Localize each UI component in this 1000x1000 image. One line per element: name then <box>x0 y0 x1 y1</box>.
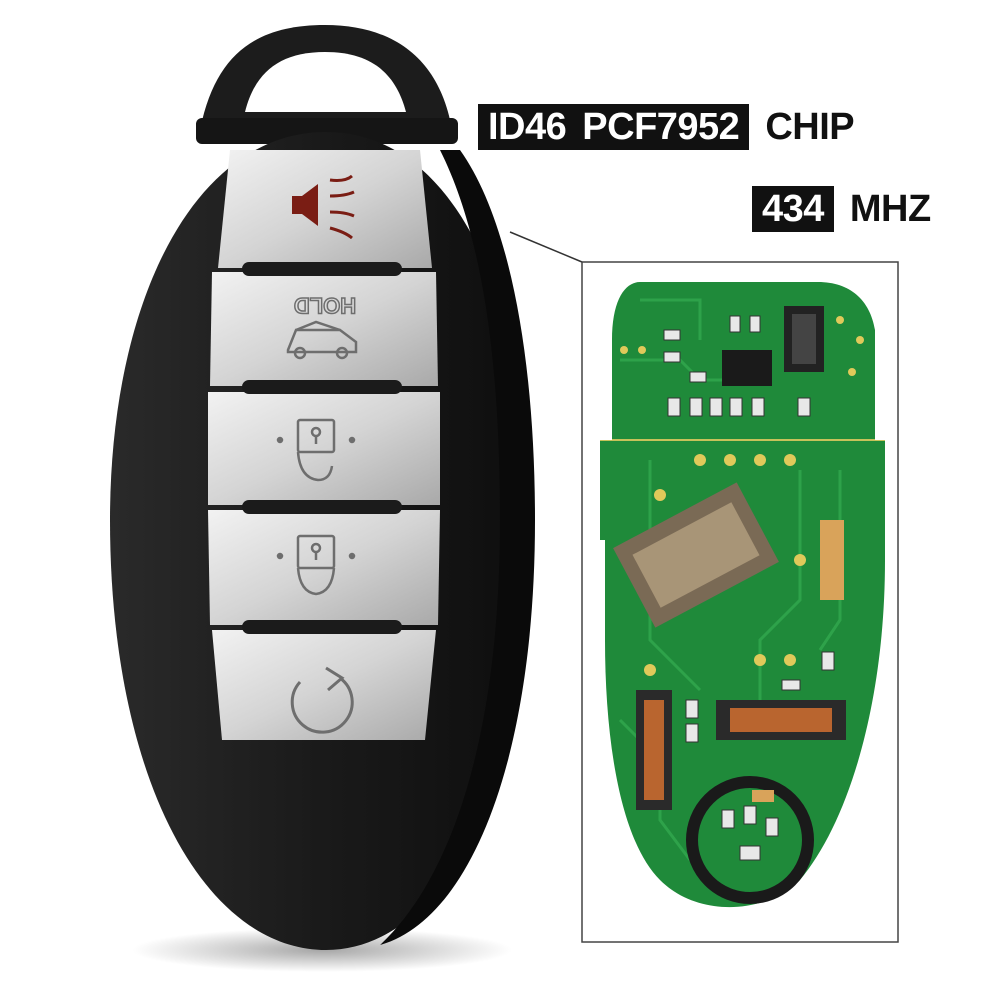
panic-button[interactable] <box>292 174 355 240</box>
remote-start-button[interactable] <box>290 666 354 734</box>
lock-button[interactable] <box>276 534 356 596</box>
callout-line <box>509 231 583 263</box>
fob-shadow <box>132 928 512 972</box>
chip-word-label: CHIP <box>765 106 855 148</box>
key-ring-loop <box>196 25 458 144</box>
pcb-ic-chip <box>722 350 772 386</box>
chip-id-label: ID46 <box>478 104 577 150</box>
chip-label-row: ID46 PCF7952 CHIP <box>478 104 855 150</box>
button-panel <box>208 150 440 740</box>
trunk-button[interactable]: HOLD <box>286 292 358 360</box>
frequency-unit-label: MHZ <box>849 188 931 230</box>
pcb-gold-pad <box>820 520 844 600</box>
trunk-hold-icon <box>286 320 358 360</box>
hold-label: HOLD <box>294 293 356 318</box>
pcb-components <box>613 306 864 904</box>
pcb-battery-holder <box>686 776 814 904</box>
frequency-value-label: 434 <box>752 186 834 232</box>
chip-model-label: PCF7952 <box>576 104 750 150</box>
frequency-label-row: 434 MHZ <box>752 186 931 232</box>
unlock-button[interactable] <box>276 418 356 482</box>
unlock-icon <box>276 418 356 482</box>
panic-horn-icon <box>292 174 355 240</box>
remote-start-icon <box>290 666 354 734</box>
fob-side-rim <box>380 150 535 945</box>
lock-icon <box>276 534 356 596</box>
